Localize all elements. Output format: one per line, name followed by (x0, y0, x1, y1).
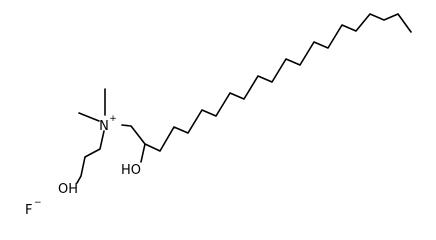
carbinol-oh-bond (140, 143, 146, 163)
methylene-bridge-bond (121, 124, 146, 145)
hydroxyethyl-bond (76, 130, 105, 184)
n-methyl-left-bond (78, 112, 100, 122)
nitrogen-charge-label: + (109, 114, 117, 124)
fluoride-ion-label: F (25, 203, 32, 218)
ethanol-hydroxyl-label: OH (58, 182, 78, 197)
nitrogen-atom-label: N (99, 119, 109, 134)
chain-hydroxyl-label: HO (121, 163, 141, 178)
alkyl-chain-bond (144, 13, 412, 152)
fluoride-charge-label: − (34, 198, 42, 208)
chemical-structure: N + HO OH F − (25, 13, 412, 218)
